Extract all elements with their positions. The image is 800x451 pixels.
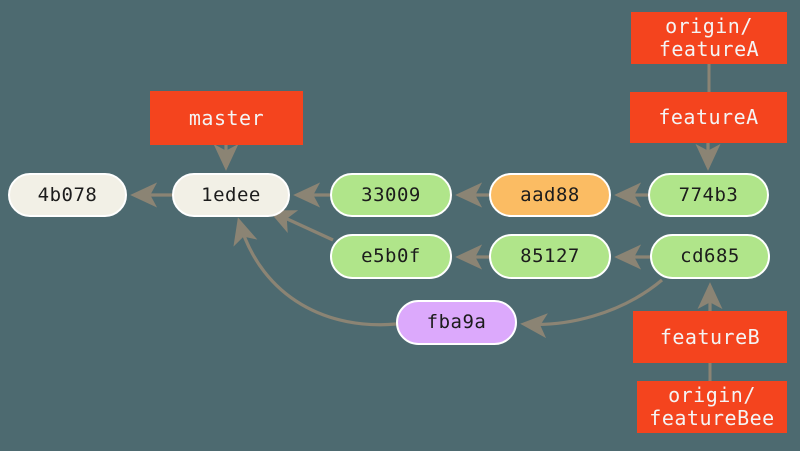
commit-node-33009[interactable]: 33009 <box>330 173 452 217</box>
ref-box-origin--featureBee[interactable]: origin/ featureBee <box>637 381 787 433</box>
commit-node-label: 1edee <box>201 183 261 206</box>
commit-node-label: 33009 <box>361 183 421 206</box>
commit-node-label: 4b078 <box>37 183 98 206</box>
ref-box-label: featureA <box>658 105 759 129</box>
commit-node-cd685[interactable]: cd685 <box>650 234 770 279</box>
commit-node-label: e5b0f <box>361 245 421 268</box>
commit-node-1edee[interactable]: 1edee <box>172 173 290 217</box>
commit-node-label: aad88 <box>520 183 580 206</box>
commit-node-fba9a[interactable]: fba9a <box>396 300 517 345</box>
commit-node-label: 774b3 <box>678 183 739 206</box>
edge-e5b0f-to-1edee <box>268 210 334 242</box>
commit-node-4b078[interactable]: 4b078 <box>8 173 127 217</box>
ref-box-featureA[interactable]: featureA <box>630 92 787 143</box>
ref-box-label: featureB <box>659 324 761 349</box>
ref-box-label: origin/ featureA <box>658 14 760 61</box>
ref-box-origin--featureA[interactable]: origin/ featureA <box>631 12 787 64</box>
ref-box-label: master <box>188 105 265 130</box>
commit-node-label: cd685 <box>680 245 740 268</box>
commit-node-aad88[interactable]: aad88 <box>489 173 611 217</box>
commit-node-label: 85127 <box>520 245 580 268</box>
ref-box-label: origin/ featureBee <box>649 383 775 430</box>
commit-node-label: fba9a <box>426 311 487 334</box>
commit-node-e5b0f[interactable]: e5b0f <box>330 234 452 279</box>
ref-box-featureB[interactable]: featureB <box>633 311 787 363</box>
ref-box-master[interactable]: master <box>150 91 303 145</box>
commit-node-774b3[interactable]: 774b3 <box>648 173 769 217</box>
commit-node-85127[interactable]: 85127 <box>489 234 611 279</box>
